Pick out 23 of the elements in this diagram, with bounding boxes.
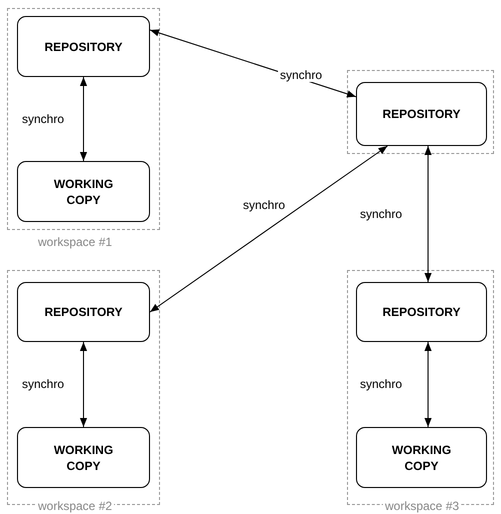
repository-box: REPOSITORY	[17, 282, 150, 342]
double-arrow	[150, 146, 388, 312]
edge-label: synchro	[358, 377, 404, 391]
double-arrow	[424, 342, 432, 428]
working-copy-box: WORKING COPY	[356, 427, 487, 488]
working-copy-box: WORKING COPY	[17, 161, 150, 222]
workspace-frame	[7, 8, 160, 230]
repository-box: REPOSITORY	[356, 82, 487, 146]
edge-label: synchro	[358, 207, 404, 221]
repository-box: REPOSITORY	[356, 282, 487, 342]
working-copy-box: WORKING COPY	[17, 427, 150, 488]
workspace-frame	[347, 70, 494, 154]
workspace-label: workspace #2	[36, 499, 114, 513]
workspace-label: workspace #1	[36, 235, 114, 249]
edge-label: synchro	[20, 377, 66, 391]
double-arrow	[424, 146, 432, 282]
edge-label: synchro	[20, 112, 66, 126]
edge-label: synchro	[241, 198, 288, 212]
workspace-label: workspace #3	[383, 499, 462, 513]
repository-box: REPOSITORY	[17, 16, 150, 77]
double-arrow	[80, 76, 88, 162]
double-arrow	[80, 342, 88, 428]
edge-label: synchro	[278, 68, 324, 82]
